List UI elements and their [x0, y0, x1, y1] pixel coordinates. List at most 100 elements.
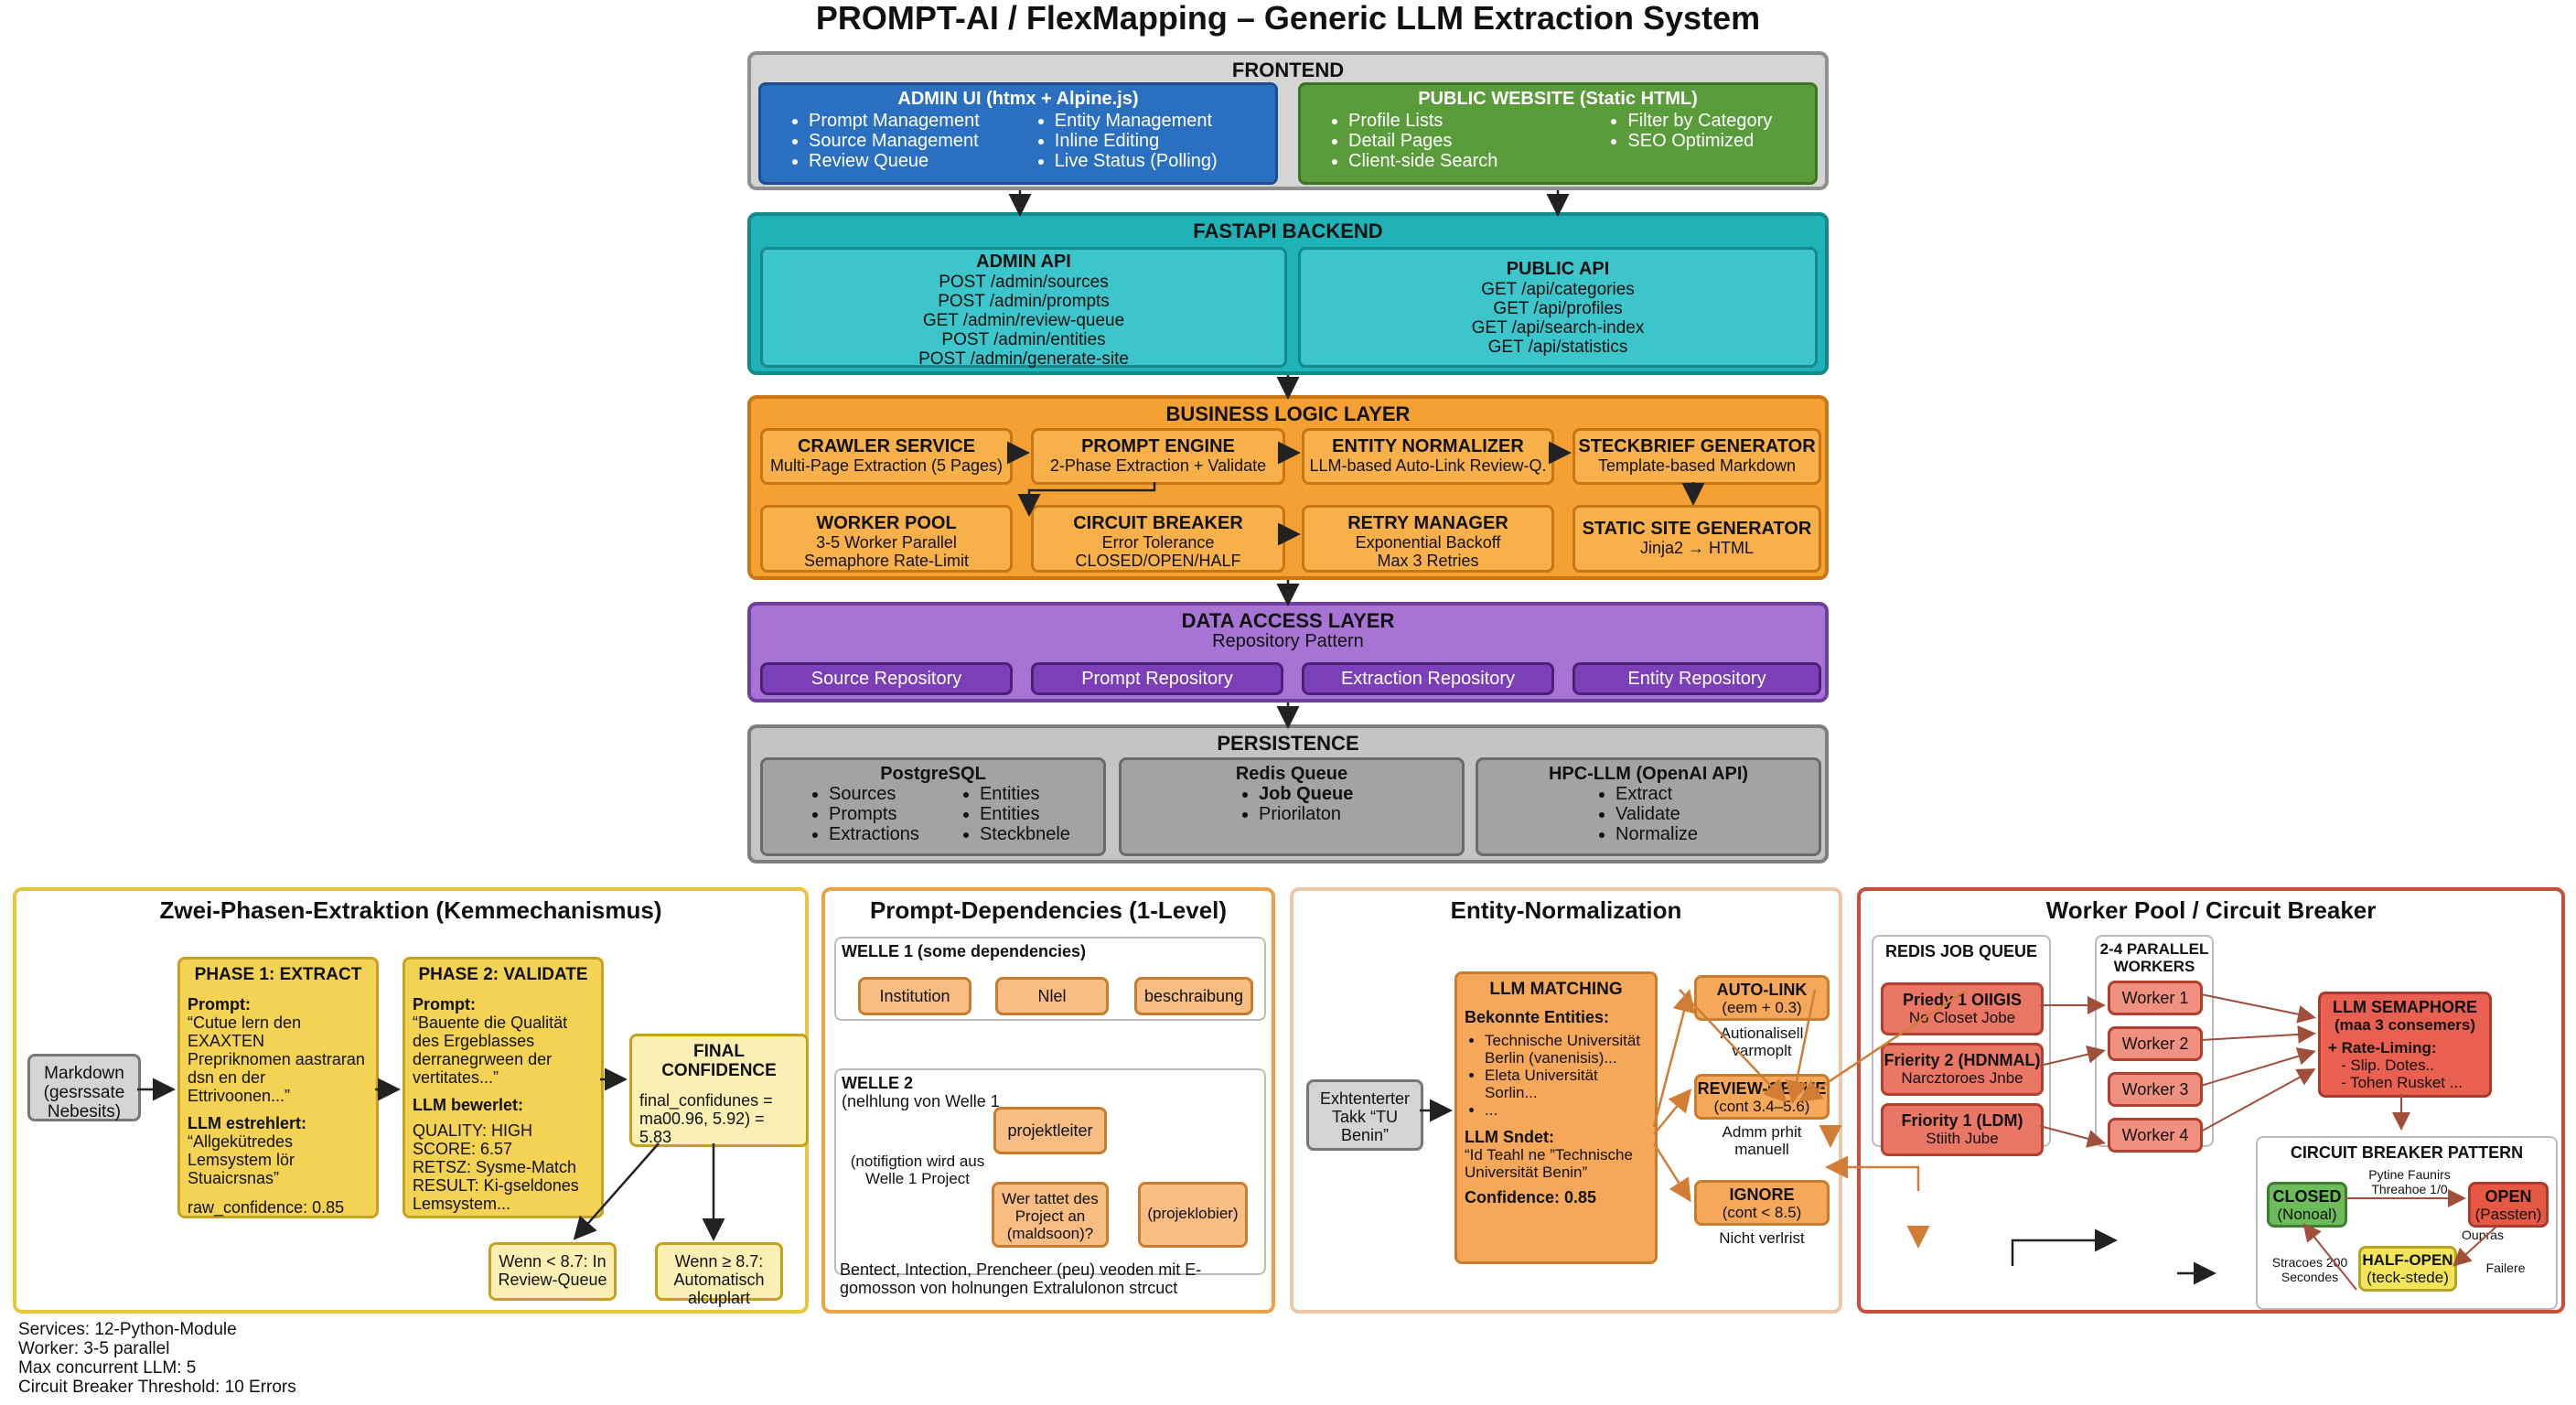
semaphore-l3: - Tohen Rusket ...	[2341, 1074, 2463, 1091]
persistence-layer: PERSISTENCE PostgreSQL Sources Prompts E…	[747, 724, 1829, 863]
cb-label-failure: Failere	[2485, 1260, 2526, 1275]
frontend-title: FRONTEND	[1231, 59, 1345, 81]
cb-open-title: OPEN	[2485, 1187, 2532, 1206]
arrow	[1798, 988, 1968, 1102]
normalizer-title: ENTITY NORMALIZER	[1332, 436, 1524, 456]
ignore-box: IGNORE (cont < 8.5)	[1694, 1180, 1830, 1226]
semaphore-l1: + Rate-Liming:	[2328, 1039, 2437, 1056]
arrow	[1679, 989, 1787, 1103]
data-access-subtitle: Repository Pattern	[1212, 631, 1364, 651]
prompt-engine-title: PROMPT ENGINE	[1081, 436, 1235, 456]
extraction-repository: Extraction Repository	[1302, 662, 1554, 695]
postgres-list-1: Sources Prompts Extractions	[809, 784, 919, 844]
admin-ui-box: ADMIN UI (htmx + Alpine.js) Prompt Manag…	[758, 82, 1278, 185]
review-queue-box: Wenn < 8.7: In Review-Queue	[488, 1242, 617, 1301]
auto-link-box: AUTO-LINK (eem + 0.3)	[1694, 975, 1830, 1021]
arrow	[1785, 989, 1817, 1104]
dep-node-wer: Wer tattet des Project an (maldsoon)?	[992, 1182, 1109, 1248]
arrow	[1652, 989, 1696, 1128]
job-title: Priedy 1 OIIGIS	[1902, 991, 2023, 1009]
worker-pool-panel-title: Worker Pool / Circuit Breaker	[2045, 896, 2377, 924]
admin-api-endpoint: GET /admin/review-queue	[922, 311, 1125, 330]
final-confidence-text: final_confidunes = ma00.96, 5.92) = 5.83	[639, 1091, 773, 1146]
auto-link-title: AUTO-LINK	[1716, 981, 1808, 999]
job-item: Friority 1 (LDM) Stiith Jube	[1881, 1103, 2044, 1156]
admin-api-endpoint: POST /admin/generate-site	[918, 349, 1129, 369]
public-site-item: Client-side Search	[1348, 151, 1497, 171]
diagram-title: PROMPT-AI / FlexMapping – Generic LLM Ex…	[815, 0, 1761, 37]
hpc-item: Extract	[1615, 784, 1819, 804]
worker-pool-desc2: Semaphore Rate-Limit	[803, 552, 970, 570]
static-site-generator-box: STATIC SITE GENERATOR Jinja2 → HTML	[1572, 505, 1821, 573]
parallel-workers-section: 2-4 PARALLEL WORKERS	[2095, 935, 2214, 1147]
static-gen-desc: Jinja2 → HTML	[1639, 539, 1755, 557]
phase1-prompt-label: Prompt:	[188, 995, 251, 1014]
cb-open-state: OPEN (Passten)	[2468, 1182, 2549, 1228]
phase1-prompt-text: “Cutue lern den EXAXTEN Ргергіknomen aas…	[188, 1014, 365, 1105]
admin-ui-item: Prompt Management	[809, 111, 980, 131]
admin-api-box: ADMIN API POST /admin/sources POST /admi…	[760, 247, 1287, 369]
cb-half-sub: (teck-stede)	[2367, 1269, 2449, 1286]
welle2-sub: (nelhlung von Welle 1	[842, 1092, 1000, 1110]
welle2-label: WELLE 2	[842, 1074, 914, 1092]
dep-node-nlel: Nlel	[995, 977, 1109, 1015]
public-api-title: PUBLIC API	[1506, 259, 1610, 279]
prompt-dependencies-panel: Prompt-Dependencies (1-Level) WELLE 1 (s…	[821, 887, 1275, 1314]
match-confidence: Confidence: 0.85	[1465, 1188, 1597, 1207]
admin-ui-list-2: Entity Management Inline Editing Live St…	[1035, 111, 1218, 171]
admin-ui-item: Source Management	[809, 131, 980, 151]
admin-api-endpoint: POST /admin/entities	[941, 330, 1106, 349]
arrow	[2453, 1225, 2498, 1267]
final-confidence-box: FINAL CONFIDENCE final_confidunes = ma00…	[629, 1034, 809, 1147]
arrow	[2039, 1125, 2106, 1148]
retry-manager-box: RETRY MANAGER Exponential Backoff Max 3 …	[1302, 505, 1554, 573]
job-item: Priedy 1 OIIGIS No Closet Jobe	[1881, 982, 2044, 1035]
phase2-llm-label: LLM bewerlet:	[413, 1096, 524, 1114]
arrow	[2039, 1045, 2106, 1067]
public-site-list-2: Filter by Category SEO Optimized	[1607, 111, 1772, 171]
ignore-sub: (cont < 8.5)	[1722, 1204, 1802, 1221]
backend-layer: FASTAPI BACKEND ADMIN API POST /admin/so…	[747, 212, 1829, 375]
public-api-endpoint: GET /api/categories	[1481, 280, 1635, 299]
redis-item: Priorilaton	[1259, 804, 1462, 824]
semaphore-title: LLM SEMAPHORE	[2332, 998, 2477, 1016]
steckbrief-generator-box: STECKBRIEF GENERATOR Template-based Mark…	[1572, 428, 1821, 485]
admin-ui-list-1: Prompt Management Source Management Revi…	[789, 111, 980, 171]
retry-manager-title: RETRY MANAGER	[1347, 513, 1508, 533]
entity-normalization-panel: Entity-Normalization Exhtenterter Takk “…	[1290, 887, 1842, 1314]
arrow	[1017, 482, 1156, 517]
dep-node-beschreibung: beschraibung	[1134, 977, 1253, 1015]
hpc-item: Normalize	[1615, 824, 1819, 844]
phase2-quality: QUALITY: HIGH	[413, 1121, 533, 1140]
job-sub: Stiith Jube	[1926, 1130, 1999, 1147]
job-title: Friority 1 (LDM)	[1901, 1111, 2023, 1130]
hpc-llm-box: HPC-LLM (OpenAI API) Extract Validate No…	[1476, 757, 1821, 856]
hpc-item: Validate	[1615, 804, 1819, 824]
phase2-result: RESULT: Ki-gseldones Lemsystem...	[413, 1176, 579, 1213]
final-confidence-title: FINAL CONFIDENCE	[661, 1042, 777, 1080]
circuit-breaker-title: CIRCUIT BREAKER	[1073, 513, 1243, 533]
llm-matching-title: LLM MATCHING	[1489, 980, 1623, 999]
retry-manager-desc2: Max 3 Retries	[1377, 552, 1479, 570]
arrow	[2200, 1068, 2316, 1132]
postgres-item: Sources	[829, 784, 919, 804]
admin-api-endpoint: POST /admin/prompts	[938, 292, 1110, 311]
worker-pool-box: WORKER POOL 3-5 Worker Parallel Semaphor…	[760, 505, 1013, 573]
public-website-box: PUBLIC WEBSITE (Static HTML) Profile Lis…	[1298, 82, 1818, 185]
arrow	[2011, 1228, 2118, 1266]
worker-pool-title: WORKER POOL	[816, 513, 957, 533]
phase2-box: PHASE 2: VALIDATE Prompt: “Bauente die Q…	[402, 957, 604, 1218]
dependencies-footer: Bentect, Intection, Prencheer (peu) veod…	[840, 1260, 1202, 1297]
public-api-endpoint: GET /api/search-index	[1471, 318, 1645, 338]
dep-node-institution: Institution	[858, 977, 971, 1015]
welle2-section: WELLE 2 (nelhlung von Welle 1	[834, 1068, 1266, 1275]
admin-ui-item: Review Queue	[809, 151, 980, 171]
admin-ui-title: ADMIN UI (htmx + Alpine.js)	[897, 89, 1139, 109]
dependencies-title: Prompt-Dependencies (1-Level)	[869, 896, 1228, 924]
llm-semaphore-box: LLM SEMAPHORE (maa 3 consemers) + Rate-L…	[2318, 992, 2492, 1098]
two-phase-title: Zwei-Phasen-Extraktion (Kemmechanismus)	[159, 896, 662, 924]
admin-ui-item: Entity Management	[1055, 111, 1218, 131]
frontend-layer: FRONTEND ADMIN UI (htmx + Alpine.js) Pro…	[747, 51, 1829, 190]
welle1-label: WELLE 1 (some dependencies)	[842, 942, 1087, 960]
public-website-title: PUBLIC WEBSITE (Static HTML)	[1418, 89, 1698, 109]
